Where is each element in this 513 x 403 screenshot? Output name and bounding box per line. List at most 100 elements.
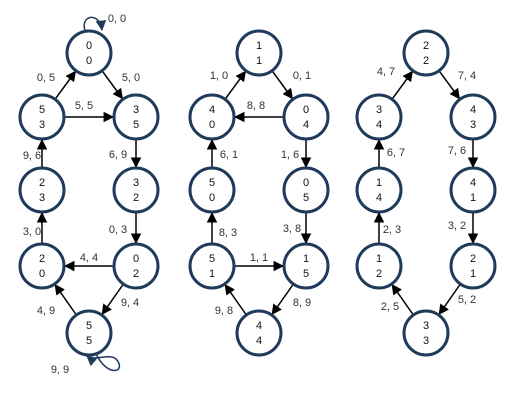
state-node-top-value: 4	[256, 320, 262, 332]
state-node-bottom-value: 3	[39, 192, 45, 204]
state-node-circle	[355, 242, 403, 290]
state-node-circle	[449, 166, 497, 214]
edge-label-g2-11-to-g2-04: 0, 1	[293, 70, 311, 82]
transition-edge-g3-22-to-g3-43	[438, 70, 461, 100]
edge-label-g2-50-to-g2-40: 6, 1	[220, 149, 238, 161]
state-node-circle	[235, 29, 283, 77]
state-node-circle	[235, 309, 283, 357]
state-node-top-value: 0	[303, 104, 309, 116]
state-node-top-value: 3	[376, 104, 382, 116]
state-node-circle	[282, 242, 330, 290]
state-node-g3-34: 34	[355, 93, 403, 141]
edge-label-g2-04-to-g2-05: 1, 6	[281, 149, 299, 161]
state-node-g1-53: 53	[18, 93, 66, 141]
state-node-g1-55: 55	[65, 309, 113, 357]
state-node-g3-41: 41	[449, 166, 497, 214]
state-node-circle	[402, 29, 450, 77]
state-node-top-value: 0	[133, 253, 139, 265]
edge-label-g2-05-to-g2-15: 3, 8	[283, 223, 301, 235]
state-node-g2-40: 40	[188, 93, 236, 141]
state-node-top-value: 4	[209, 104, 215, 116]
state-node-circle	[18, 166, 66, 214]
transition-edge-g2-11-to-g2-04	[271, 70, 294, 100]
state-node-top-value: 4	[470, 177, 476, 189]
state-node-circle	[282, 166, 330, 214]
state-node-g1-35: 35	[112, 93, 160, 141]
state-node-bottom-value: 5	[303, 268, 309, 280]
edge-label-g2-15-to-g2-44: 8, 9	[293, 297, 311, 309]
transition-edge-g3-33-to-g3-12	[391, 283, 415, 316]
state-node-top-value: 1	[376, 177, 382, 189]
state-node-g2-05: 05	[282, 166, 330, 214]
state-node-circle	[188, 242, 236, 290]
transition-edge-g2-40-to-g2-11	[224, 70, 247, 100]
state-node-g2-04: 04	[282, 93, 330, 141]
state-node-circle	[188, 93, 236, 141]
state-node-bottom-value: 1	[470, 268, 476, 280]
state-node-bottom-value: 0	[209, 192, 215, 204]
state-node-circle	[449, 93, 497, 141]
edge-label-g1-00-to-g1-00: 0, 0	[108, 13, 126, 25]
self-loop-edge-g1-00	[83, 16, 107, 32]
transition-edge-g2-44-to-g2-51	[224, 283, 248, 316]
state-node-bottom-value: 5	[303, 192, 309, 204]
edge-label-g1-00-to-g1-35: 5, 0	[122, 72, 140, 84]
state-node-g1-00: 00	[65, 29, 113, 77]
edge-label-g3-22-to-g3-43: 7, 4	[458, 70, 476, 82]
edge-label-g1-55-to-g1-55: 9, 9	[51, 364, 69, 376]
state-node-top-value: 0	[303, 177, 309, 189]
state-node-bottom-value: 3	[423, 335, 429, 347]
state-node-g1-20: 20	[18, 242, 66, 290]
edge-label-g2-44-to-g2-51: 9, 8	[215, 305, 233, 317]
state-node-bottom-value: 1	[470, 192, 476, 204]
state-node-bottom-value: 5	[133, 119, 139, 131]
edges-layer	[36, 16, 479, 372]
state-node-circle	[355, 166, 403, 214]
edge-label-g2-04-to-g2-40: 8, 8	[247, 100, 265, 112]
state-node-circle	[65, 309, 113, 357]
transition-edge-g3-34-to-g3-22	[391, 70, 414, 100]
state-node-g3-43: 43	[449, 93, 497, 141]
edge-label-g3-12-to-g3-14: 2, 3	[383, 224, 401, 236]
state-node-top-value: 5	[209, 253, 215, 265]
nodes-layer: 0053352332200255114004500551154422344314…	[18, 29, 497, 357]
state-node-bottom-value: 2	[133, 192, 139, 204]
state-node-g3-12: 12	[355, 242, 403, 290]
state-node-bottom-value: 4	[376, 119, 382, 131]
state-node-g3-33: 33	[402, 309, 450, 357]
edge-label-g1-20-to-g1-23: 3, 0	[23, 226, 41, 238]
transition-edge-g3-21-to-g3-33	[438, 283, 462, 316]
state-node-bottom-value: 1	[209, 268, 215, 280]
transition-edge-g1-55-to-g1-20	[54, 283, 78, 316]
state-node-circle	[112, 93, 160, 141]
edge-label-g3-43-to-g3-41: 7, 6	[448, 145, 466, 157]
edge-label-g1-53-to-g1-35: 5, 5	[75, 100, 93, 112]
state-node-top-value: 1	[376, 253, 382, 265]
state-node-g2-44: 44	[235, 309, 283, 357]
state-node-bottom-value: 4	[376, 192, 382, 204]
state-node-circle	[449, 242, 497, 290]
state-node-bottom-value: 0	[209, 119, 215, 131]
edge-label-g1-02-to-g1-20: 4, 4	[80, 252, 98, 264]
transition-edge-g2-15-to-g2-44	[271, 283, 295, 316]
state-node-circle	[112, 166, 160, 214]
state-node-g2-15: 15	[282, 242, 330, 290]
state-node-top-value: 2	[470, 253, 476, 265]
state-node-bottom-value: 5	[86, 335, 92, 347]
edge-label-g1-32-to-g1-02: 0, 3	[109, 224, 127, 236]
state-node-top-value: 5	[209, 177, 215, 189]
state-node-top-value: 0	[86, 40, 92, 52]
state-node-top-value: 3	[423, 320, 429, 332]
state-node-top-value: 5	[39, 104, 45, 116]
edge-label-g2-40-to-g2-11: 1, 0	[210, 70, 228, 82]
edge-label-g1-55-to-g1-20: 4, 9	[37, 305, 55, 317]
edge-label-g1-02-to-g1-55: 9, 4	[121, 297, 139, 309]
state-node-g1-02: 02	[112, 242, 160, 290]
state-node-top-value: 1	[303, 253, 309, 265]
state-node-circle	[402, 309, 450, 357]
state-node-g3-14: 14	[355, 166, 403, 214]
state-node-top-value: 2	[39, 177, 45, 189]
edge-label-g2-51-to-g2-15: 1, 1	[250, 252, 268, 264]
